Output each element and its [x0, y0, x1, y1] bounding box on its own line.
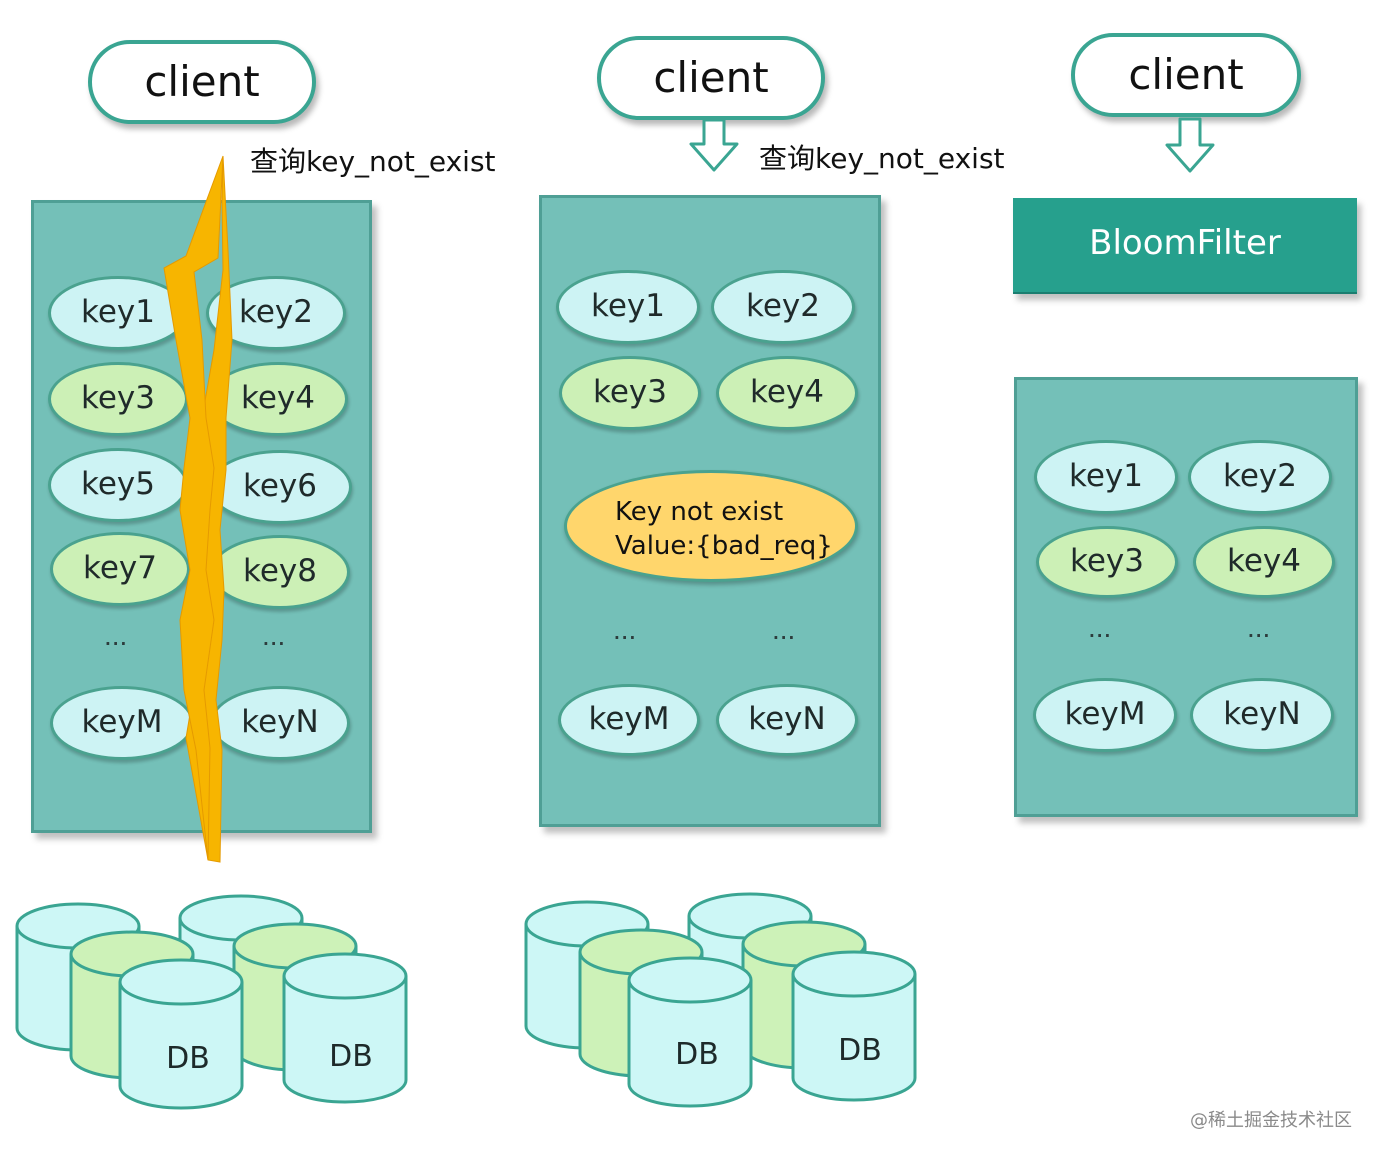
down-arrow-icon — [689, 118, 739, 172]
ellipsis-3a: ... — [1088, 612, 1112, 643]
cache-key-2-key2: key2 — [711, 270, 855, 344]
db-label: DB — [675, 1037, 719, 1072]
bloomfilter-label: BloomFilter — [1089, 223, 1281, 263]
cache-key-1-key7: key7 — [50, 532, 190, 606]
ellipsis-1a: ... — [104, 620, 128, 651]
cache-key-3-key3: key3 — [1036, 526, 1178, 598]
ellipsis-3b: ... — [1247, 612, 1271, 643]
db-label: DB — [166, 1041, 210, 1076]
cache-key-3-key1: key1 — [1034, 440, 1178, 514]
client-label-3: client — [1128, 50, 1244, 99]
database-cylinder-icon — [791, 950, 917, 1102]
ellipsis-2a: ... — [613, 614, 637, 645]
cache-key-1-key1: key1 — [48, 276, 188, 350]
cache-key-2-keyN: keyN — [716, 684, 858, 756]
cache-key-1-key5: key5 — [48, 448, 188, 522]
down-arrow-icon — [1165, 117, 1215, 173]
database-cylinder-icon — [627, 956, 753, 1108]
cache-key-2-key4: key4 — [716, 356, 858, 430]
query-label-2: 查询key_not_exist — [759, 142, 1005, 175]
client-box-2: client — [597, 36, 825, 120]
cache-key-3-keyM: keyM — [1033, 678, 1177, 752]
cache-key-3-keyN: keyN — [1190, 678, 1334, 752]
cache-key-1-key3: key3 — [48, 362, 188, 436]
cache-key-3-key2: key2 — [1188, 440, 1332, 514]
ellipsis-1b: ... — [262, 620, 286, 651]
cache-key-2-keyM: keyM — [558, 684, 700, 756]
cache-key-1-keyM: keyM — [50, 686, 194, 760]
cache-key-2-key1: key1 — [556, 270, 700, 344]
null-entry-line1: Key not exist — [615, 497, 784, 527]
cache-key-1-key8: key8 — [210, 535, 350, 609]
query-label-1: 查询key_not_exist — [250, 145, 496, 178]
null-entry-line2: Value:{bad_req} — [615, 531, 833, 561]
client-label-1: client — [144, 57, 260, 106]
client-box-3: client — [1071, 33, 1301, 117]
watermark-text: @稀土掘金技术社区 — [1190, 1110, 1352, 1131]
cache-panel-3 — [1014, 377, 1358, 817]
client-label-2: client — [653, 53, 769, 102]
ellipsis-2b: ... — [772, 614, 796, 645]
database-cylinder-icon — [282, 952, 408, 1104]
lightning-bolt-icon — [163, 155, 233, 863]
client-box-1: client — [88, 40, 316, 124]
database-cylinder-icon — [118, 958, 244, 1110]
db-label: DB — [329, 1039, 373, 1074]
cache-key-3-key4: key4 — [1193, 526, 1335, 598]
null-value-entry: Key not exist Value:{bad_req} — [564, 470, 858, 582]
db-label: DB — [838, 1033, 882, 1068]
database-cluster-1: DB DB — [15, 894, 408, 1110]
database-cluster-2: DB DB — [524, 892, 917, 1108]
cache-key-2-key3: key3 — [559, 356, 701, 430]
cache-key-1-key6: key6 — [208, 450, 352, 524]
bloomfilter-box: BloomFilter — [1013, 198, 1357, 294]
